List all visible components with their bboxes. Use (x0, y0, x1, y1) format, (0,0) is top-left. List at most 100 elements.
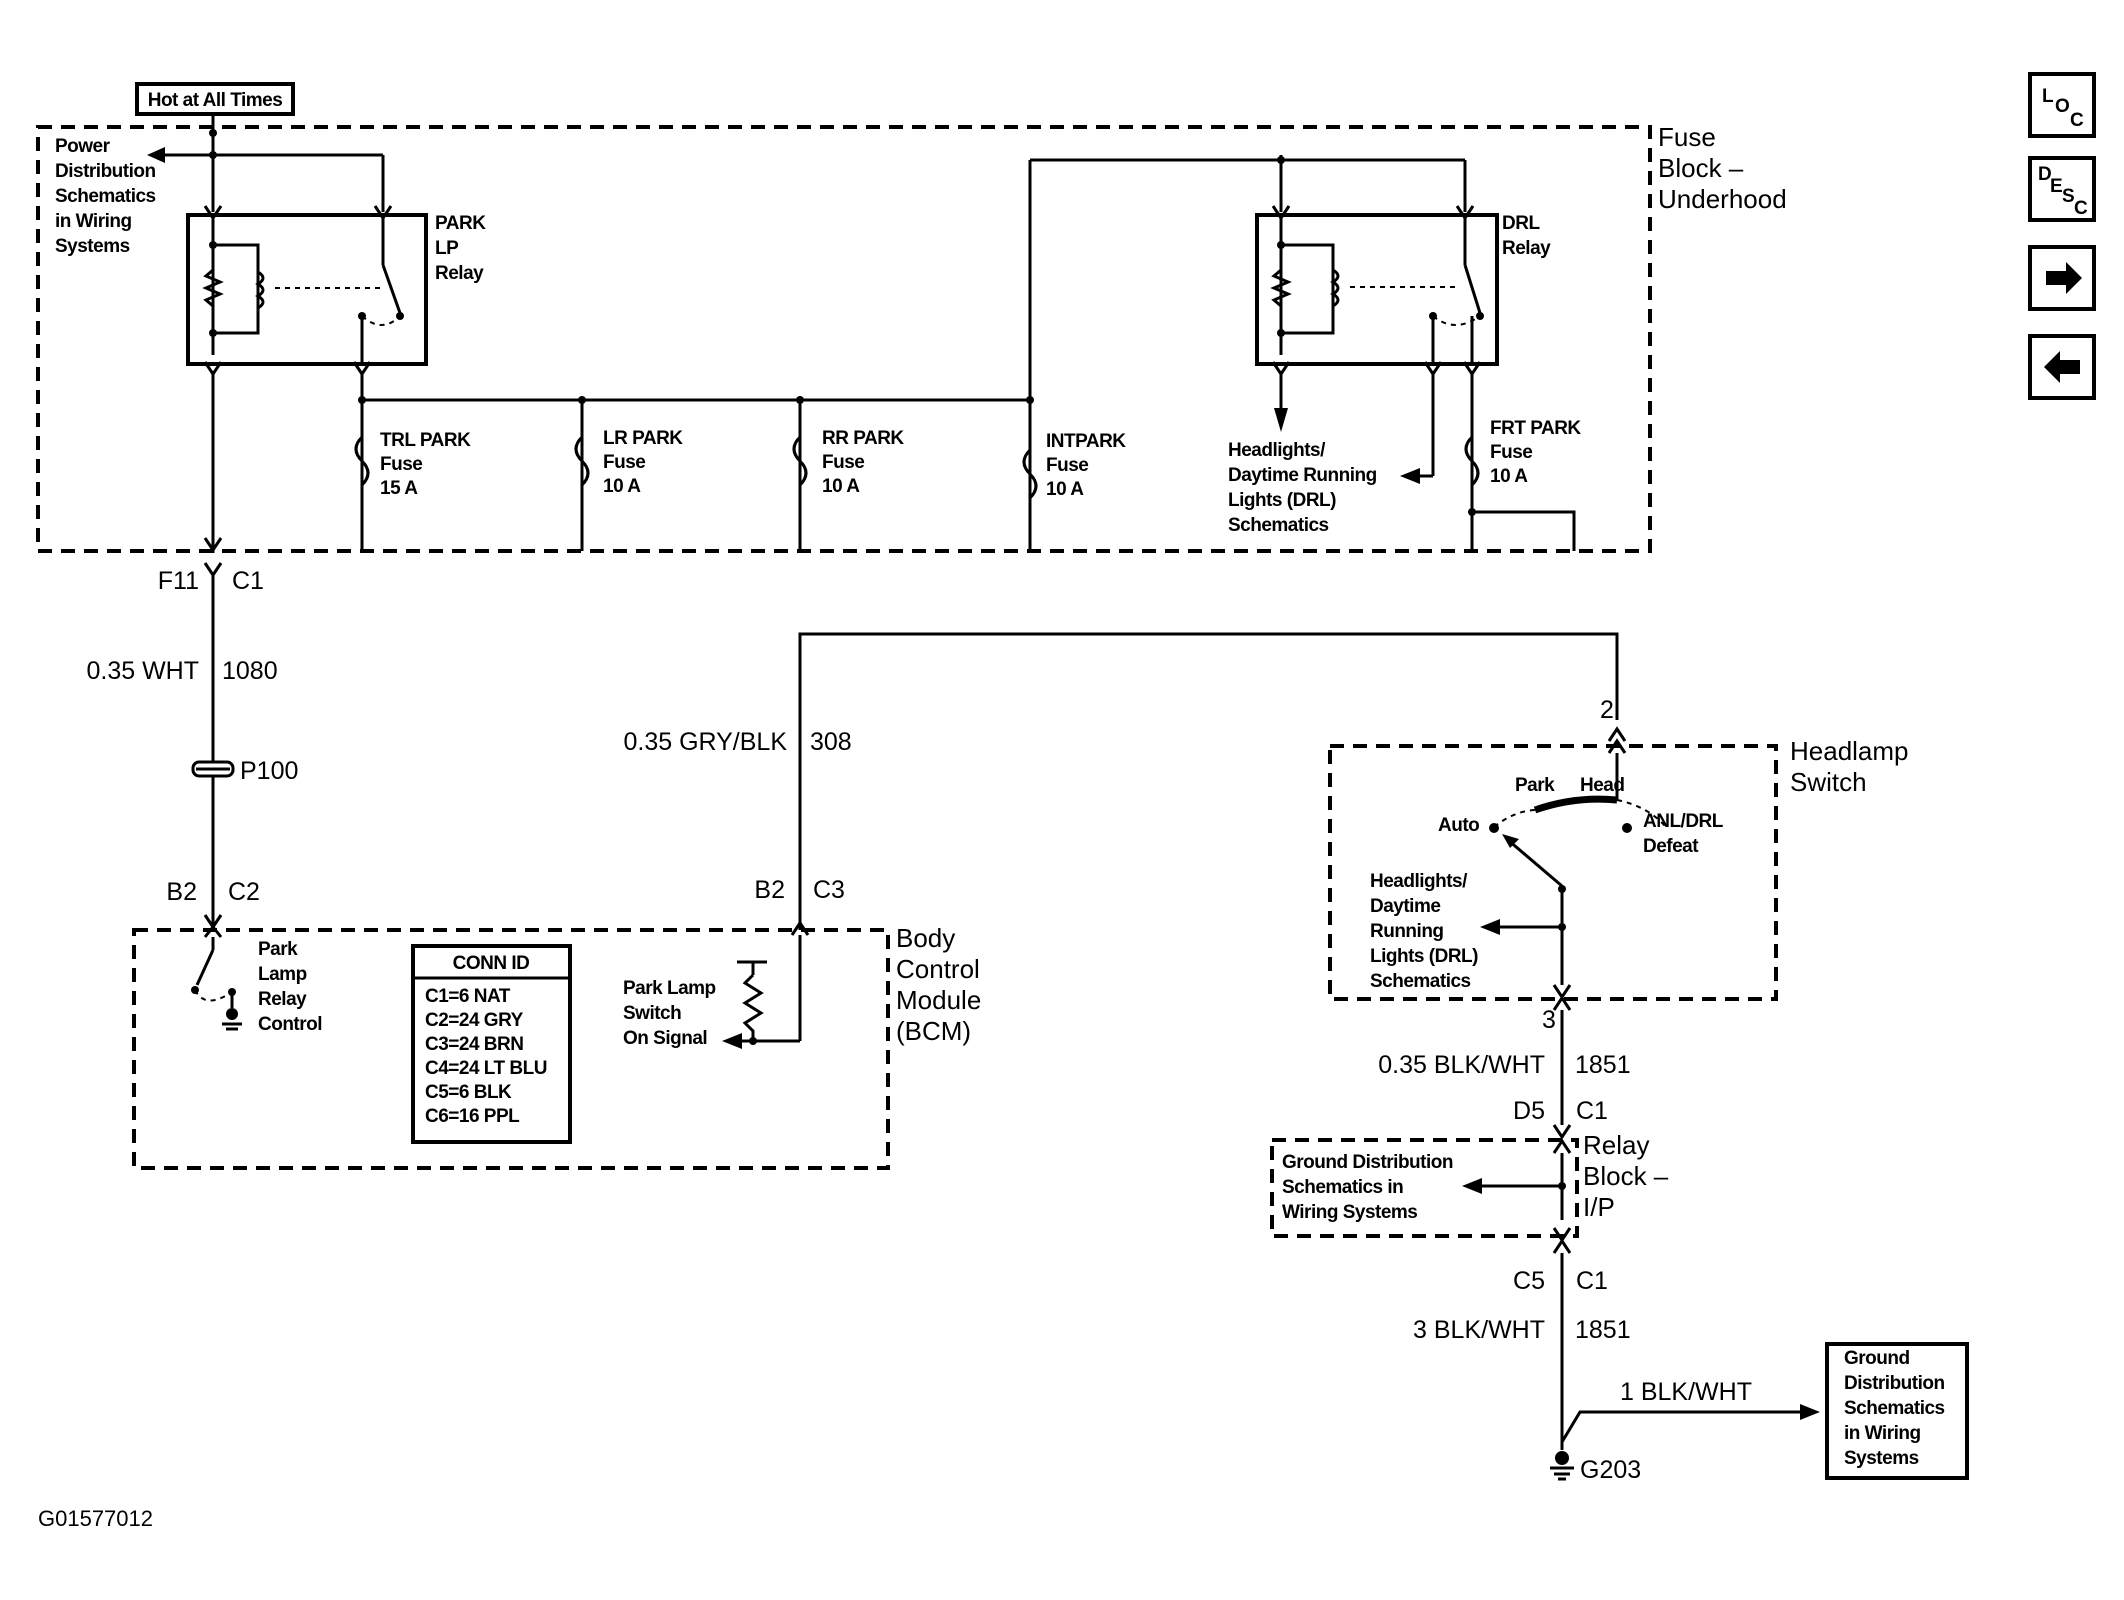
fuse-block-title-2: Block – (1658, 153, 1744, 183)
fuse-block-underhood: Fuse Block – Underhood (36, 122, 1787, 553)
fuse-block-title: Fuse (1658, 122, 1716, 152)
conn-item: C4=24 LT BLU (425, 1058, 547, 1079)
connector-c1-relay-top: C1 (1576, 1097, 1608, 1125)
svg-text:in Wiring: in Wiring (55, 211, 132, 232)
ground-g203: G203 (1550, 1451, 1641, 1484)
park-lamp-relay-control: Park Lamp Relay Control (191, 937, 323, 1035)
svg-text:Schematics: Schematics (55, 186, 156, 207)
location-button[interactable]: L O C (2028, 72, 2096, 138)
wire-1080-circuit: 1080 (222, 657, 278, 685)
connector-b2-left: B2 (166, 878, 197, 906)
fuse-frt-park: FRT PARK Fuse 10 A (1464, 418, 1582, 487)
svg-text:(BCM): (BCM) (896, 1016, 971, 1046)
svg-text:INTPARK: INTPARK (1046, 431, 1126, 452)
svg-text:Ground: Ground (1844, 1348, 1910, 1369)
svg-text:P100: P100 (240, 757, 298, 785)
svg-text:Control: Control (258, 1014, 322, 1035)
svg-text:E: E (2050, 176, 2062, 197)
svg-text:Defeat: Defeat (1643, 836, 1699, 857)
park-relay-label: PARK (435, 213, 486, 234)
wire-308-circuit: 308 (810, 728, 852, 756)
wire-1851b-circuit: 1851 (1575, 1316, 1631, 1344)
ground-distribution-box: Ground Distribution Schematics in Wiring… (1825, 1342, 1969, 1480)
wire-1851-circuit: 1851 (1575, 1051, 1631, 1079)
svg-text:Systems: Systems (1844, 1448, 1919, 1469)
svg-text:Schematics: Schematics (1844, 1398, 1945, 1419)
connector-c3-mid: C3 (813, 876, 845, 904)
svg-text:G203: G203 (1580, 1456, 1641, 1484)
svg-text:10 A: 10 A (1046, 479, 1084, 500)
svg-text:O: O (2055, 96, 2069, 117)
svg-text:LR PARK: LR PARK (603, 428, 683, 449)
svg-text:RR PARK: RR PARK (822, 428, 904, 449)
description-button[interactable]: D E S C (2028, 156, 2096, 222)
svg-text:Headlights/: Headlights/ (1228, 440, 1326, 461)
svg-text:Park Lamp: Park Lamp (623, 978, 716, 999)
connector-c1-top: C1 (232, 567, 264, 595)
wire-308-gauge: 0.35 GRY/BLK (623, 728, 787, 756)
svg-text:Fuse: Fuse (603, 452, 645, 473)
svg-text:Relay: Relay (435, 263, 484, 284)
svg-text:ANL/DRL: ANL/DRL (1643, 811, 1724, 832)
svg-text:10 A: 10 A (603, 476, 641, 497)
conn-item: C2=24 GRY (425, 1010, 524, 1031)
next-page-button[interactable] (2028, 245, 2096, 311)
svg-text:Switch: Switch (1790, 767, 1867, 797)
fuse-lr-park: LR PARK Fuse 10 A (574, 428, 684, 497)
wire-1851-gauge: 0.35 BLK/WHT (1378, 1051, 1545, 1079)
park-lamp-switch-signal: Park Lamp Switch On Signal (623, 920, 810, 1049)
svg-text:Schematics: Schematics (1370, 971, 1471, 992)
svg-text:Lights (DRL): Lights (DRL) (1370, 946, 1478, 967)
svg-text:Lamp: Lamp (258, 964, 307, 985)
relay-block-ip: Ground Distribution Schematics in Wiring… (1270, 1124, 1669, 1254)
svg-text:Fuse: Fuse (380, 454, 422, 475)
fuse-intpark: INTPARK Fuse 10 A (1022, 431, 1127, 500)
connector-f11: F11 (158, 567, 199, 595)
conn-id-title: CONN ID (453, 953, 530, 974)
svg-text:Fuse: Fuse (822, 452, 864, 473)
conn-item: C5=6 BLK (425, 1082, 512, 1103)
svg-text:Systems: Systems (55, 236, 130, 257)
headlights-drl-reference: Headlights/ Daytime Running Lights (DRL)… (1228, 440, 1377, 536)
svg-text:Daytime: Daytime (1370, 896, 1440, 917)
relay-block-title: Relay (1583, 1130, 1649, 1160)
splice-p100: P100 (191, 757, 298, 785)
svg-text:Power: Power (55, 136, 111, 157)
previous-page-button[interactable] (2028, 334, 2096, 400)
svg-text:10 A: 10 A (1490, 466, 1528, 487)
connector-d5: D5 (1513, 1097, 1545, 1125)
hot-label-text: Hot at All Times (148, 90, 283, 111)
svg-text:On Signal: On Signal (623, 1028, 707, 1049)
svg-text:D: D (2038, 164, 2051, 185)
arrow-left-icon (147, 147, 165, 163)
arrow-right-icon (2046, 262, 2082, 294)
power-distribution-reference: Power Distribution Schematics in Wiring … (55, 136, 156, 257)
svg-text:Headlights/: Headlights/ (1370, 871, 1468, 892)
headlamp-switch: Headlamp Switch Park Head Auto ANL/DRL D… (1328, 736, 1909, 1001)
svg-text:Fuse: Fuse (1490, 442, 1532, 463)
svg-text:TRL PARK: TRL PARK (380, 430, 471, 451)
svg-text:Lights (DRL): Lights (DRL) (1228, 490, 1336, 511)
svg-text:Running: Running (1370, 921, 1444, 942)
svg-text:Ground Distribution: Ground Distribution (1282, 1152, 1453, 1173)
svg-text:FRT PARK: FRT PARK (1490, 418, 1581, 439)
svg-text:Wiring Systems: Wiring Systems (1282, 1202, 1417, 1223)
fuse-trl-park: TRL PARK Fuse 15 A (354, 430, 472, 499)
fuse-rr-park: RR PARK Fuse 10 A (792, 428, 905, 497)
bcm-title: Body (896, 923, 955, 953)
svg-text:Park: Park (1515, 775, 1555, 796)
connector-c1-relay-bottom: C1 (1576, 1267, 1608, 1295)
wire-1080-gauge: 0.35 WHT (86, 657, 199, 685)
drl-relay: DRL Relay (1255, 155, 1552, 377)
connector-b2-mid: B2 (754, 876, 785, 904)
hot-at-all-times-label: Hot at All Times (135, 82, 295, 116)
svg-text:Switch: Switch (623, 1003, 681, 1024)
fuse-block-title-3: Underhood (1658, 184, 1787, 214)
svg-text:Relay: Relay (258, 989, 307, 1010)
svg-text:C: C (2074, 198, 2088, 219)
connector-c5: C5 (1513, 1267, 1545, 1295)
svg-text:Schematics: Schematics (1228, 515, 1329, 536)
svg-text:15 A: 15 A (380, 478, 418, 499)
svg-text:Module: Module (896, 985, 981, 1015)
